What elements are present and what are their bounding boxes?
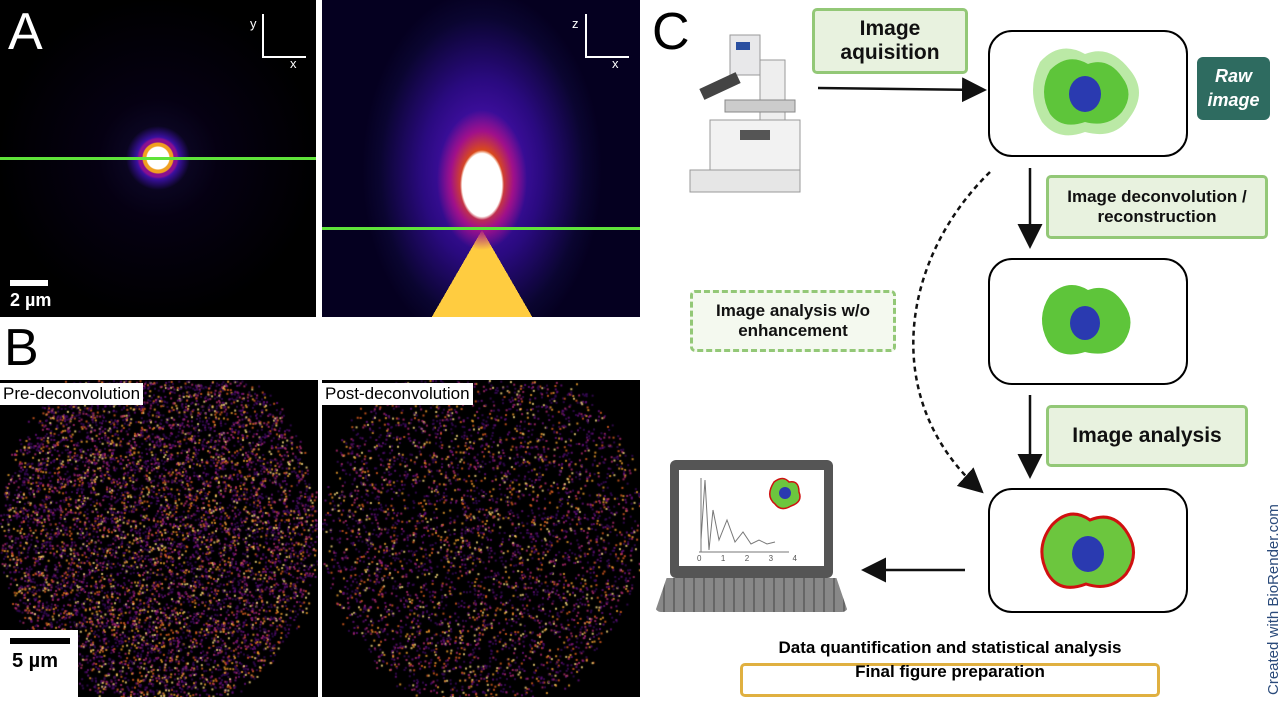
panel-letter-b: B (4, 319, 39, 377)
psf-xz-image: z x (322, 0, 640, 317)
segmented-cell-icon (1040, 512, 1135, 589)
tick-label: 4 (792, 554, 797, 563)
tick-label: 0 (697, 554, 702, 563)
step-label-line-1: Image deconvolution / (1067, 187, 1247, 206)
panel-letter-a: A (8, 3, 43, 61)
step-label-line-2: reconstruction (1097, 207, 1217, 226)
biorender-watermark: Created with BioRender.com (1265, 504, 1280, 695)
scale-bar-label: 2 µm (10, 290, 52, 310)
step-label-line-1: Image analysis w/o (715, 301, 870, 320)
scale-bar-box: 5 µm (0, 630, 78, 697)
final-step-text: Data quantification and statistical anal… (740, 636, 1160, 684)
microscope-icon (689, 34, 801, 193)
step-image-acquisition: Image aquisition (812, 8, 968, 74)
step-label: Image aquisition (840, 17, 940, 64)
scale-bar (10, 638, 70, 644)
tick-label: 3 (768, 554, 774, 563)
green-profile-line (0, 157, 316, 160)
tick-label: 2 (744, 554, 750, 563)
step-deconvolution: Image deconvolution / reconstruction (1046, 175, 1268, 239)
axes-arrows-icon (262, 14, 306, 58)
badge-line-2: image (1207, 90, 1260, 110)
deconvolved-cell-icon (1041, 285, 1131, 355)
x-axis-label: x (290, 56, 297, 71)
x-axis-label: x (612, 56, 619, 71)
final-line-2: Final figure preparation (855, 662, 1045, 681)
laptop-plot (699, 477, 801, 553)
panel-letter-c: C (652, 3, 690, 61)
laptop-screen: 0 1 2 3 4 (679, 470, 824, 566)
post-deconvolution-label: Post-deconvolution (322, 383, 473, 405)
pre-deconvolution-label: Pre-deconvolution (0, 383, 144, 405)
raw-cell-frame (988, 30, 1188, 157)
z-axis-label: z (572, 16, 579, 31)
psf-xy-image: y x 2 µm (0, 0, 316, 317)
step-analysis-no-enhancement: Image analysis w/o enhancement (690, 290, 896, 352)
tick-label: 1 (720, 554, 726, 563)
laptop-keyboard (655, 578, 848, 612)
step-label-line-2: enhancement (738, 321, 848, 340)
final-step-box (740, 663, 1160, 697)
laptop-icon: 0 1 2 3 4 (655, 460, 848, 612)
raw-image-badge: Raw image (1197, 57, 1270, 120)
segmented-cell-frame (988, 488, 1188, 613)
green-profile-line (322, 227, 640, 230)
final-line-1: Data quantification and statistical anal… (778, 638, 1122, 657)
badge-line-1: Raw (1214, 66, 1252, 86)
step-image-analysis: Image analysis (1046, 405, 1248, 467)
raw-cell-icon (1032, 48, 1139, 136)
deconvolved-cell-frame (988, 258, 1188, 385)
step-label: Image analysis (1072, 424, 1222, 447)
scale-bar (10, 280, 48, 286)
post-deconvolution-image (322, 380, 640, 697)
y-axis-label: y (250, 16, 257, 31)
scale-bar-label: 5 µm (12, 650, 58, 672)
dashed-arrow-no-enhancement (912, 171, 991, 494)
arrow-acquisition-to-raw (817, 77, 987, 103)
axes-arrows-icon (585, 14, 629, 58)
